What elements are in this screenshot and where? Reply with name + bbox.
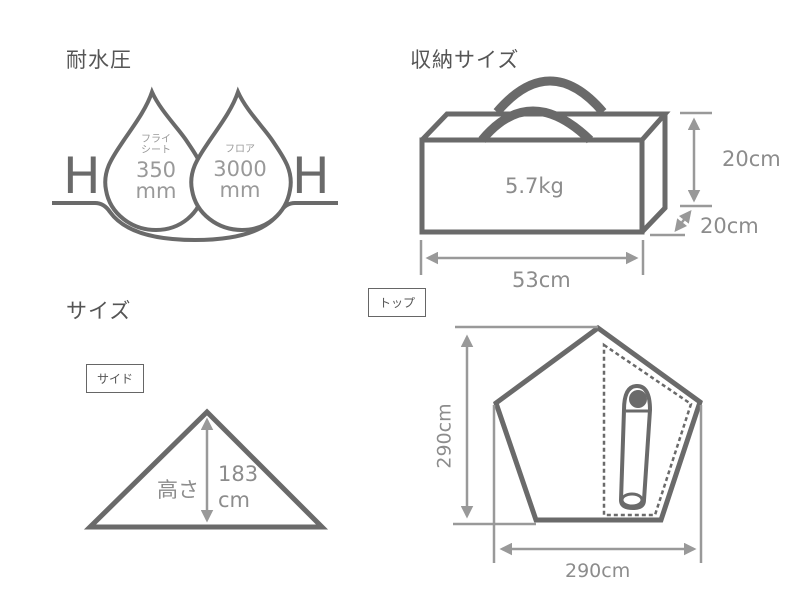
h-right-label: H	[292, 147, 330, 205]
storage-weight: 5.7kg	[505, 174, 564, 198]
storage-dimension-lines	[419, 111, 712, 275]
height-value: 183	[218, 462, 259, 486]
storage-heading: 収納サイズ	[410, 48, 520, 72]
fly-unit: mm	[135, 179, 177, 203]
fly-sheet-rating: フライ シート 350 mm	[118, 134, 194, 202]
storage-depth: 20cm	[700, 214, 759, 238]
side-view-triangle	[83, 408, 329, 530]
fly-label-line2: シート	[141, 145, 171, 156]
side-view-tag: サイド	[86, 364, 145, 393]
waterproof-heading: 耐水圧	[66, 48, 132, 72]
top-depth: 290cm	[433, 403, 456, 469]
storage-bag-icon	[419, 76, 671, 235]
fly-label-line1: フライ	[141, 134, 171, 145]
top-view-tag: トップ	[368, 288, 427, 317]
h-left-label: H	[63, 147, 101, 205]
top-view-pentagon	[493, 324, 703, 523]
floor-rating: フロア 3000 mm	[200, 144, 280, 201]
fly-value: 350	[135, 158, 177, 182]
storage-width: 53cm	[512, 268, 571, 292]
top-width: 290cm	[565, 560, 631, 582]
water-drop-icons	[52, 86, 338, 243]
floor-label: フロア	[225, 144, 255, 155]
height-unit: cm	[218, 488, 251, 512]
size-heading: サイズ	[66, 299, 132, 323]
storage-height: 20cm	[722, 147, 781, 171]
top-dimension-lines	[453, 325, 703, 563]
floor-unit: mm	[219, 178, 261, 202]
floor-value: 3000	[213, 157, 267, 181]
height-label: 高さ	[157, 478, 199, 502]
